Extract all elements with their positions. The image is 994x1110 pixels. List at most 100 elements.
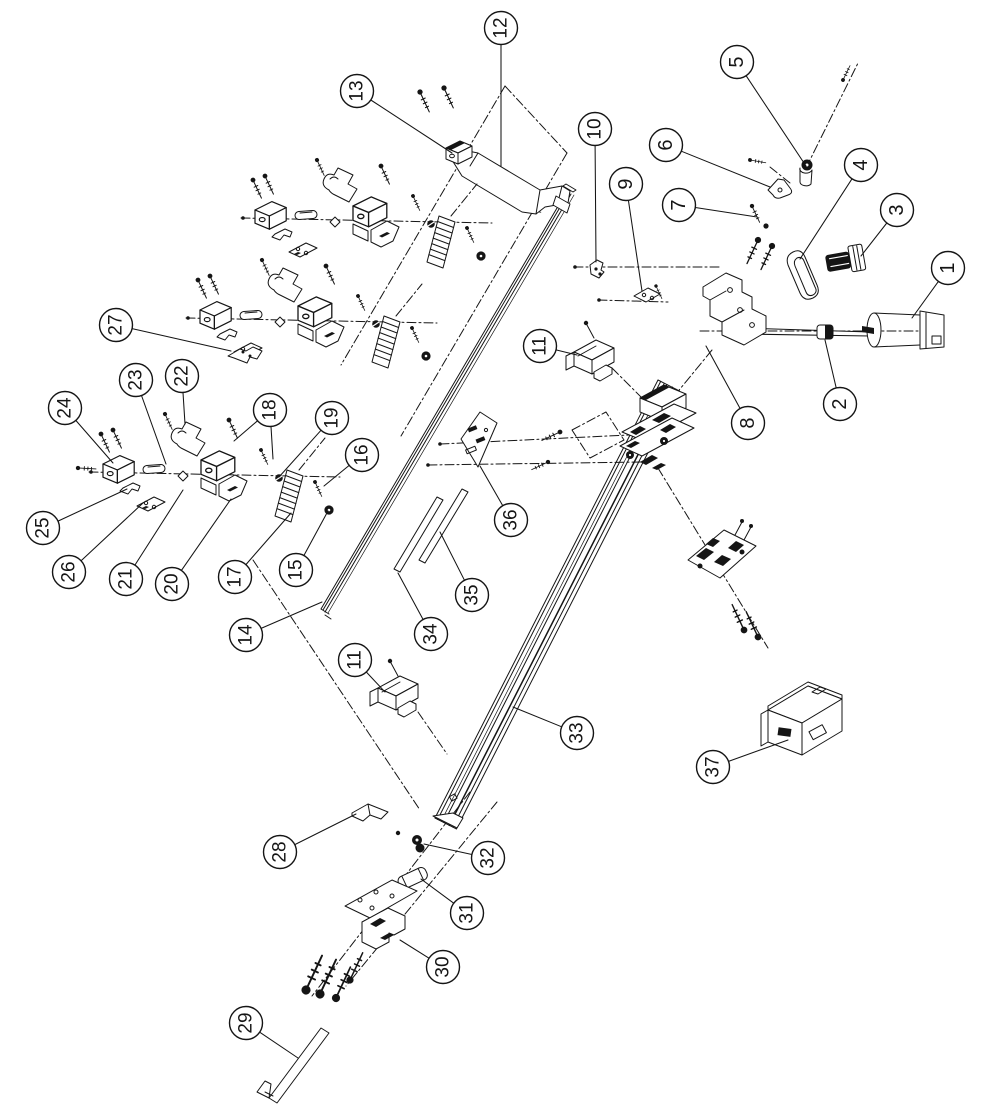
balloon-circle (930, 250, 966, 286)
balloon-circle (648, 127, 684, 163)
balloon-circle (661, 187, 697, 223)
balloon-circle (339, 73, 375, 109)
leader-line (745, 75, 807, 167)
motor-1 (862, 310, 945, 350)
balloon-number: 14 (236, 624, 257, 646)
balloon-26: 26 (51, 502, 144, 590)
motor-mount-bracket-8 (702, 235, 777, 346)
leader-line (370, 99, 453, 154)
balloon-4: 4 (799, 147, 879, 260)
balloon-circle (337, 642, 373, 678)
balloon-12: 12 (483, 10, 519, 167)
cluster-assembly-top (241, 157, 492, 268)
balloon-15: 15 (278, 510, 329, 588)
leader-line (294, 813, 357, 846)
balloon-circle (493, 502, 529, 538)
balloon-3: 3 (860, 192, 915, 257)
balloon-number: 2 (829, 398, 851, 409)
balloon-circle (108, 561, 144, 597)
balloon-number: 1 (937, 262, 959, 273)
leader-line (270, 425, 274, 460)
bolt-3 (825, 243, 867, 273)
balloon-20: 20 (154, 498, 232, 602)
lever-6 (747, 157, 793, 199)
cartridge-box-37 (760, 681, 843, 756)
balloon-29: 29 (228, 1005, 299, 1059)
balloon-1: 1 (911, 250, 966, 319)
leader-line (365, 671, 386, 693)
balloon-17: 17 (217, 512, 292, 595)
balloon-number: 17 (225, 566, 246, 587)
balloon-circle (98, 307, 134, 343)
balloon-circle (843, 147, 879, 183)
screw-7 (748, 202, 769, 229)
balloon-number: 12 (491, 17, 512, 38)
balloon-circle (425, 949, 461, 985)
phantom-outline-lines (252, 62, 945, 997)
leader-line (479, 465, 504, 507)
leader-line (323, 464, 350, 487)
leader-line (694, 206, 758, 218)
balloon-number: 9 (615, 178, 637, 189)
balloon-number: 37 (703, 756, 724, 777)
leader-line (555, 349, 578, 356)
leader-line (134, 489, 184, 566)
balloon-circle (164, 358, 200, 394)
balloon-circle (413, 616, 449, 652)
strip-35 (418, 488, 469, 564)
screw-left-end (75, 465, 97, 472)
balloon-32: 32 (423, 840, 506, 876)
balloon-13: 13 (339, 73, 453, 154)
balloon-number: 26 (59, 561, 80, 582)
balloon-number: 10 (585, 118, 606, 139)
balloon-number: 35 (462, 584, 483, 605)
bracket-assembly-30 (298, 879, 418, 1005)
balloon-30: 30 (399, 939, 461, 985)
balloon-23: 23 (118, 362, 167, 465)
leader-line (397, 572, 424, 621)
balloon-circle (344, 437, 380, 473)
sensor-board-36 (460, 411, 498, 468)
clip-10 (589, 259, 605, 279)
balloon-number: 25 (33, 517, 54, 538)
leader-line (512, 706, 563, 728)
balloon-25: 25 (25, 488, 128, 546)
pcb-assembly (687, 519, 764, 643)
balloon-number: 24 (55, 397, 76, 419)
balloon-24: 24 (47, 390, 114, 464)
balloon-circle (252, 392, 288, 428)
balloon-circle (695, 749, 731, 785)
balloon-number: 11 (530, 336, 551, 356)
balloon-16: 16 (323, 437, 380, 487)
balloon-circle (577, 111, 613, 147)
balloon-circle (522, 328, 558, 364)
balloon-number: 7 (668, 199, 690, 210)
axis-screws (530, 428, 564, 473)
balloon-2: 2 (822, 339, 858, 422)
balloon-10: 10 (577, 111, 613, 263)
balloon-8: 8 (705, 345, 766, 441)
balloon-11: 11 (337, 642, 386, 693)
balloon-circle (470, 840, 506, 876)
balloon-37: 37 (695, 739, 789, 785)
leader-line (57, 488, 128, 522)
plate-9 (633, 283, 664, 303)
balloon-circle (228, 1005, 264, 1041)
balloon-circle (25, 510, 61, 546)
balloon-circle (822, 386, 858, 422)
balloon-11: 11 (522, 328, 578, 364)
balloon-9: 9 (608, 166, 644, 292)
balloon-number: 6 (655, 139, 677, 150)
balloon-number: 36 (501, 509, 522, 530)
leader-line (233, 420, 259, 442)
balloon-circle (154, 566, 190, 602)
leader-line (705, 345, 741, 410)
balloon-31: 31 (420, 878, 485, 931)
bracket-28 (351, 803, 401, 836)
leader-line (303, 510, 329, 557)
balloon-circle (314, 400, 350, 436)
balloon-27: 27 (98, 307, 232, 352)
